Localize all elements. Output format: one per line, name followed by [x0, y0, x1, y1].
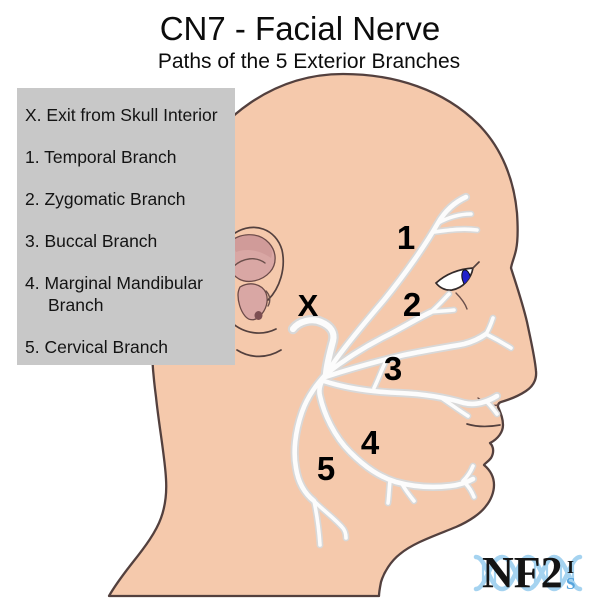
ear-notch-line [265, 290, 271, 307]
label-zygomatic-2: 2 [403, 286, 421, 323]
mouth-line [466, 423, 501, 428]
legend-item-temporal: 1. Temporal Branch [25, 147, 177, 167]
title-block: CN7 - Facial Nerve Paths of the 5 Exteri… [0, 10, 600, 74]
dna-helix-icon [473, 554, 583, 592]
ear-inner-shading [231, 235, 272, 258]
page-subtitle: Paths of the 5 Exterior Branches [157, 50, 461, 74]
legend-item-buccal: 3. Buccal Branch [25, 231, 158, 251]
legend-item-exit: X. Exit from Skull Interior [25, 105, 218, 125]
logo-nf2-text: NF2 [482, 548, 563, 597]
ear-helix-line [234, 226, 285, 301]
label-exit-x: X [298, 288, 319, 323]
page-title: CN7 - Facial Nerve [159, 10, 441, 47]
legend-item-zygomatic: 2. Zygomatic Branch [25, 189, 186, 209]
ear [226, 226, 285, 358]
nf2-logo: NF2 I S [473, 548, 583, 597]
ear-tragus [237, 283, 268, 321]
label-cervical-5: 5 [317, 450, 335, 487]
logo-suffix-i: I [567, 557, 574, 577]
ear-canal-dot [254, 311, 263, 320]
below-ear-crease [236, 349, 282, 358]
logo-suffix-s: S [566, 574, 575, 593]
legend-item-cervical: 5. Cervical Branch [25, 337, 168, 357]
under-eye-crease [455, 292, 468, 310]
label-temporal-1: 1 [397, 219, 415, 256]
nerve-label-group: X 1 2 3 4 5 [298, 219, 422, 487]
legend-panel: X. Exit from Skull Interior 1. Temporal … [17, 88, 235, 365]
label-mandibular-4: 4 [361, 424, 380, 461]
ear-fold-line [233, 258, 266, 267]
legend-item-mandibular: 4. Marginal Mandibular Branch [25, 273, 204, 315]
face-features [434, 261, 501, 428]
label-buccal-3: 3 [384, 350, 402, 387]
upper-eyelid-line [472, 261, 480, 269]
